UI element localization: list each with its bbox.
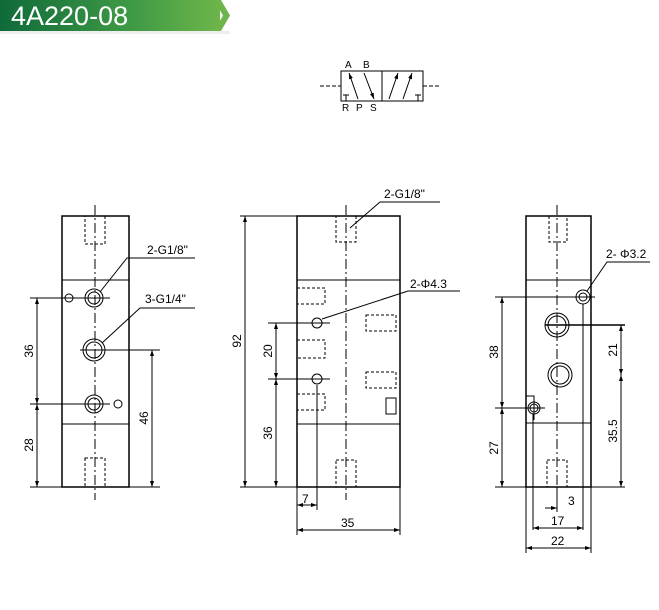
dim-3: 3 <box>568 494 575 508</box>
dim-22: 22 <box>551 534 565 548</box>
dim-92: 92 <box>230 334 244 348</box>
left-port-large-label: 3-G1/4" <box>145 292 186 306</box>
dim-28: 28 <box>22 438 36 452</box>
model-banner: 4A220-08 <box>0 0 220 31</box>
dim-35-5: 35.5 <box>606 419 620 443</box>
port-label-p: P <box>356 103 363 114</box>
port-label-r: R <box>342 103 349 114</box>
model-title: 4A220-08 <box>11 1 129 31</box>
port-label-b: B <box>363 60 370 71</box>
left-port-small-label: 2-G1/8" <box>147 243 188 257</box>
dim-7: 7 <box>302 492 309 506</box>
dim-46: 46 <box>137 411 151 425</box>
middle-port-label: 2-G1/8" <box>384 187 425 201</box>
dim-17: 17 <box>551 514 565 528</box>
dim-27: 27 <box>487 441 501 455</box>
banner-shadow <box>0 31 230 34</box>
dim-20: 20 <box>261 344 275 358</box>
middle-view <box>240 201 460 535</box>
dim-36-middle: 36 <box>261 426 275 440</box>
chevron-right-icon <box>214 0 230 31</box>
dim-35: 35 <box>341 516 355 530</box>
dim-38: 38 <box>487 345 501 359</box>
dim-21: 21 <box>606 343 620 357</box>
port-label-a: A <box>345 60 352 71</box>
dim-36-left: 36 <box>22 344 36 358</box>
right-view <box>495 205 650 553</box>
port-label-s: S <box>370 103 377 114</box>
left-view <box>30 205 195 500</box>
middle-hole-label: 2-Φ4.3 <box>410 277 447 291</box>
valve-symbol <box>320 70 440 102</box>
right-hole-label: 2- Φ3.2 <box>606 247 647 261</box>
